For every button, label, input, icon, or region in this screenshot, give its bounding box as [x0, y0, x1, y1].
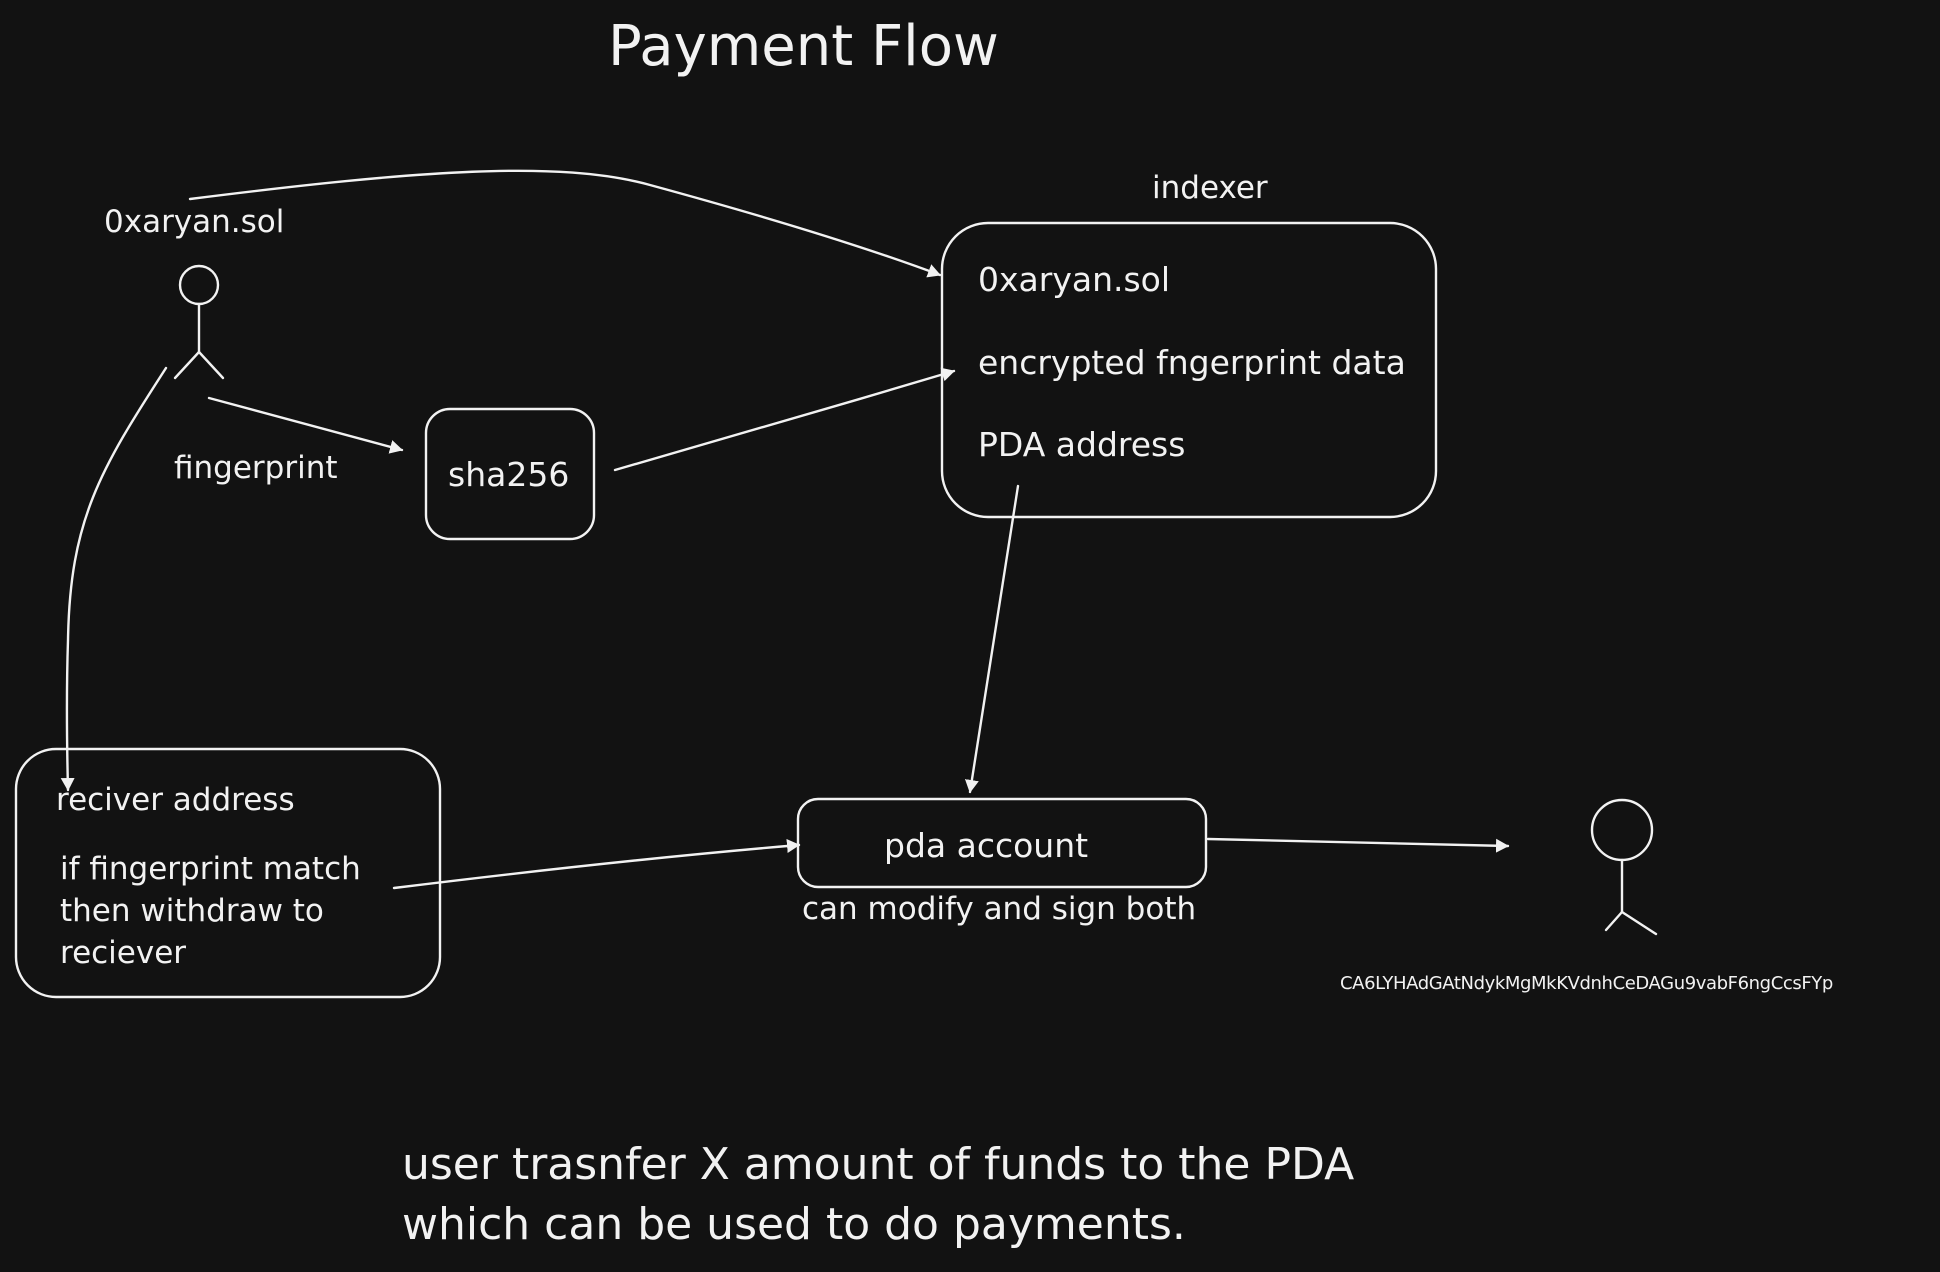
receiver-address-text: CA6LYHAdGAtNdykMgMkKVdnhCeDAGu9vabF6ngCc… [1340, 973, 1833, 994]
indexer-line-pda: PDA address [978, 425, 1186, 464]
arrow-pda-to-receiver [1206, 837, 1510, 853]
arrow-user-to-receiver-box [60, 366, 168, 792]
fingerprint-label: fingerprint [174, 450, 338, 486]
arrow-user-to-indexer [188, 169, 942, 278]
indexer-title: indexer [1152, 170, 1268, 206]
receiver-box-line-1: if fingerprint match [60, 851, 361, 887]
arrow-user-to-sha256 [207, 396, 404, 454]
user-figure-icon [173, 264, 225, 380]
footer-note-line-1: user trasnfer X amount of funds to the P… [402, 1139, 1355, 1190]
diagram-title: Payment Flow [608, 14, 999, 79]
sha256-label: sha256 [448, 455, 570, 494]
pda-account-label: pda account [884, 826, 1089, 865]
receiver-box-title: reciver address [56, 782, 295, 818]
arrow-indexer-to-pda [964, 484, 1020, 794]
receiver-box-line-3: reciever [60, 935, 187, 971]
user-label: 0xaryan.sol [104, 204, 285, 240]
receiver-box-line-2: then withdraw to [60, 893, 324, 929]
footer-note: user trasnfer X amount of funds to the P… [402, 1135, 1702, 1255]
receiver-address-box [14, 747, 442, 999]
indexer-line-fingerprint: encrypted fngerprint data [978, 343, 1406, 382]
footer-note-line-2: which can be used to do payments. [402, 1199, 1186, 1250]
pda-account-caption: can modify and sign both [802, 891, 1197, 927]
indexer-line-name: 0xaryan.sol [978, 260, 1171, 299]
arrow-sha256-to-indexer [613, 367, 956, 472]
arrow-receiver-box-to-pda [392, 839, 801, 890]
sha256-box [424, 407, 596, 541]
receiver-figure-icon [1590, 798, 1658, 936]
